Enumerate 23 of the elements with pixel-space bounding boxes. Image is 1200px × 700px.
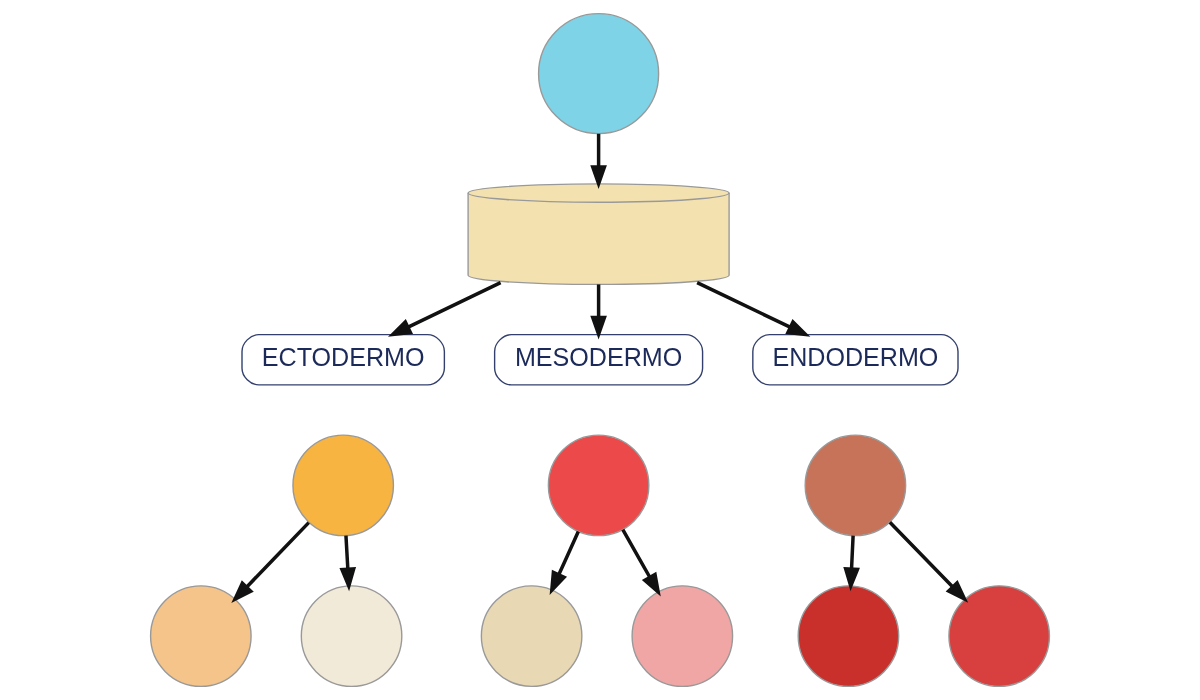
node-circle (948, 585, 1051, 688)
arrow (621, 528, 661, 597)
arrow (590, 284, 607, 340)
node-box: ENDODERMO (752, 333, 959, 386)
node-box: MESODERMO (493, 333, 704, 386)
node-box: ECTODERMO (241, 333, 446, 386)
node-circle (547, 434, 650, 537)
arrow (696, 281, 811, 337)
arrow (231, 521, 310, 604)
node-circle (537, 12, 660, 135)
node-circle (480, 585, 583, 688)
node-circle (292, 434, 395, 537)
arrow (339, 535, 357, 592)
node-circle (631, 585, 734, 688)
arrow (843, 535, 860, 592)
node-circle (149, 585, 252, 688)
arrow (388, 281, 502, 337)
arrow (549, 530, 580, 595)
node-circle (300, 585, 403, 688)
arrow (888, 521, 969, 603)
node-circle (804, 434, 907, 537)
node-circle (797, 585, 900, 688)
arrow (590, 133, 607, 190)
